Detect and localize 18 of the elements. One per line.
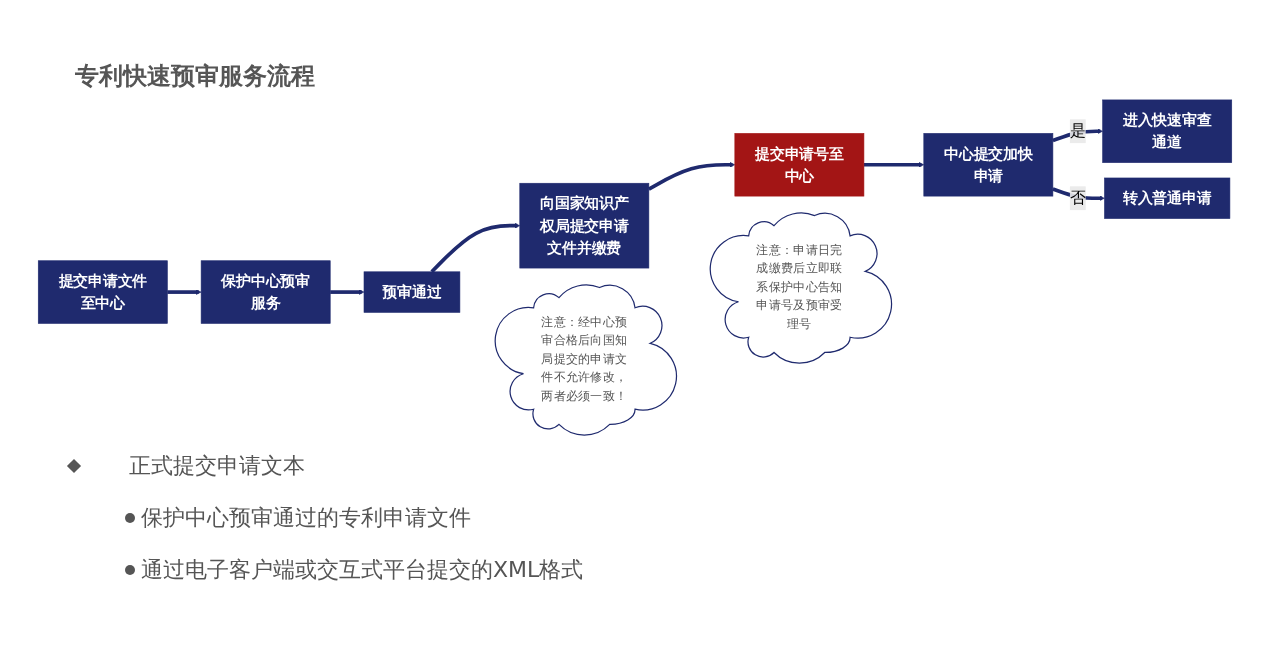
node-box: 提交申请文件至中心 <box>37 260 168 324</box>
arrow <box>863 162 925 168</box>
edge-label: 是 <box>1069 121 1086 141</box>
node-box: 向国家知识产权局提交申请文件并缴费 <box>519 182 650 269</box>
arrow <box>330 289 365 295</box>
edge-label: 否 <box>1069 188 1086 208</box>
arrow <box>167 289 202 295</box>
node-box: 提交申请号至中心 <box>734 133 865 197</box>
node-box: 预审通过 <box>363 271 461 313</box>
bullet-text: 正式提交申请文本 <box>129 452 305 480</box>
diagram-title: 专利快速预审服务流程 <box>75 61 315 92</box>
bullet-text: 保护中心预审通过的专利申请文件 <box>141 504 471 532</box>
node-box: 保护中心预审服务 <box>200 260 331 324</box>
node-box: 进入快速审查通道 <box>1102 99 1233 163</box>
arrow <box>647 162 736 191</box>
node-box: 中心提交加快申请 <box>923 133 1054 197</box>
node-box: 转入普通申请 <box>1104 177 1231 219</box>
bullet-text: 通过电子客户端或交互式平台提交的XML格式 <box>141 556 584 584</box>
